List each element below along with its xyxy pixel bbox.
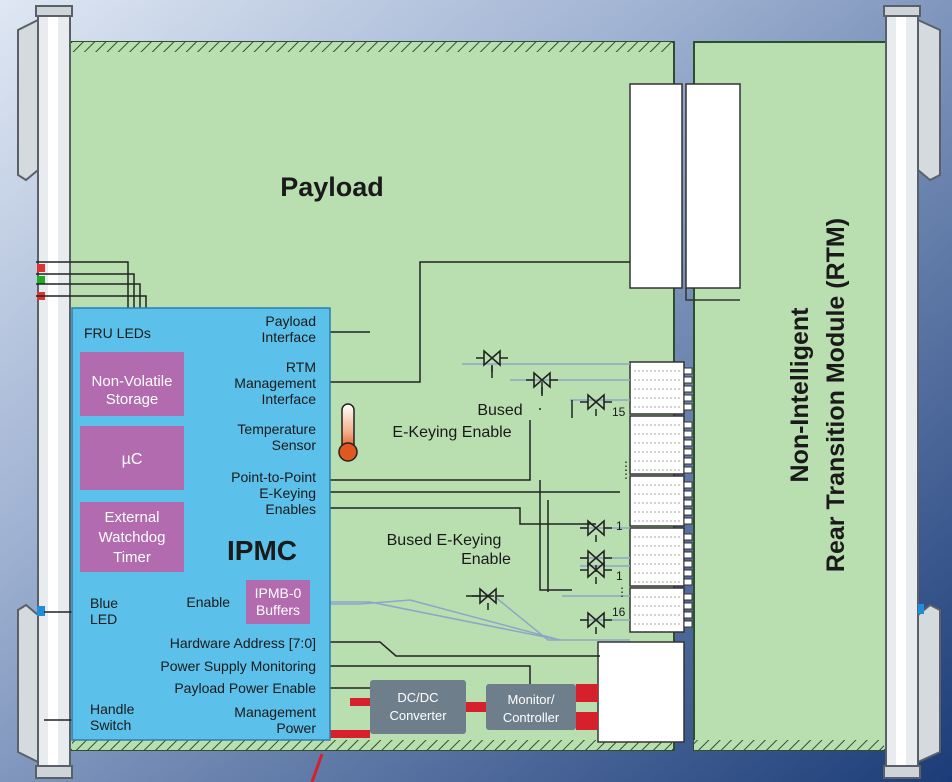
zone2-connector-4 bbox=[629, 527, 693, 587]
channel-1b: 1 bbox=[616, 569, 623, 583]
channel-1a: 1 bbox=[616, 519, 623, 533]
management-power-line1: Management bbox=[234, 704, 316, 720]
zone3-connector-b bbox=[685, 83, 741, 289]
blue-led-line1: Blue bbox=[90, 595, 118, 611]
board-bottom-edge bbox=[72, 740, 672, 750]
rtm-mgmt-line1: RTM bbox=[286, 359, 316, 375]
channel-16: 16 bbox=[612, 605, 626, 619]
management-power-line2: Power bbox=[276, 720, 316, 736]
nonvolatile-storage-block bbox=[80, 352, 184, 416]
bused-ekeying-mid-line1: Bused E-Keying bbox=[387, 532, 502, 549]
p2p-line3: Enables bbox=[265, 501, 316, 517]
monitor-line1: Monitor/ bbox=[508, 692, 555, 707]
p2p-line1: Point-to-Point bbox=[231, 469, 316, 485]
blue-led-line2: LED bbox=[90, 611, 117, 627]
zone1-connector bbox=[597, 641, 685, 743]
ipmc-title: IPMC bbox=[227, 535, 297, 566]
channel-dots-2: ⋮ bbox=[620, 467, 632, 481]
ipmc-interface-labels: Payload Interface RTM Management Interfa… bbox=[160, 313, 316, 736]
ekeying-switch-icon-7 bbox=[472, 587, 504, 610]
enable-label: Enable bbox=[186, 594, 230, 610]
watchdog-block bbox=[80, 502, 184, 572]
ekeying-switch-icon-6 bbox=[580, 561, 612, 584]
right-faceplate bbox=[883, 5, 941, 779]
rtm-title: Non-Intelligent Rear Transition Module (… bbox=[786, 218, 850, 572]
hardware-address-label: Hardware Address [7:0] bbox=[170, 635, 316, 651]
monitor-line2: Controller bbox=[503, 710, 560, 725]
dcdc-line2: Converter bbox=[389, 708, 447, 723]
zone2-connector-3 bbox=[629, 475, 693, 527]
blue-led bbox=[37, 606, 45, 616]
ekeying-switch-icon-4 bbox=[580, 519, 612, 542]
payload-interface-line2: Interface bbox=[262, 329, 317, 345]
handle-switch-line1: Handle bbox=[90, 701, 135, 717]
p2p-line2: E-Keying bbox=[259, 485, 316, 501]
ekeying-switches bbox=[472, 349, 612, 634]
temperature-line1: Temperature bbox=[237, 421, 316, 437]
ipmb-line2: Buffers bbox=[256, 602, 300, 618]
channel-numbers: 15 ⋮ ⋮ 1 1 ⋮ 16 bbox=[612, 405, 632, 619]
management-power-feed bbox=[310, 753, 324, 782]
fru-led-green bbox=[37, 276, 45, 284]
rtm-board bbox=[693, 41, 891, 751]
zone2-connector-1 bbox=[629, 361, 693, 415]
ekeying-switch-icon-3 bbox=[580, 393, 612, 416]
handle-switch-line2: Switch bbox=[90, 717, 131, 733]
rtm-mgmt-line3: Interface bbox=[262, 391, 317, 407]
ekeying-switch-icon-2 bbox=[526, 371, 558, 394]
monitor-controller-block bbox=[486, 684, 576, 730]
channel-dots-3: ⋮ bbox=[616, 585, 628, 599]
bused-ekeying-top-line1: Bused bbox=[477, 402, 522, 419]
channel-dots-1: ⋮ bbox=[620, 459, 632, 473]
rtm-title-line1: Non-Intelligent bbox=[786, 307, 814, 483]
payload-power-enable-label: Payload Power Enable bbox=[174, 680, 316, 696]
channel-15: 15 bbox=[612, 405, 626, 419]
storage-line2: Storage bbox=[106, 391, 159, 408]
zone2-connector-5 bbox=[629, 587, 693, 633]
ekeying-switch-icon-8 bbox=[580, 611, 612, 634]
ipmb-buffers-block bbox=[246, 580, 310, 624]
ipmb-line1: IPMB-0 bbox=[255, 585, 302, 601]
storage-line1: Non-Volatile bbox=[92, 373, 173, 390]
payload-interface-line1: Payload bbox=[265, 313, 316, 329]
signal-wires bbox=[36, 261, 630, 721]
watchdog-line3: Timer bbox=[113, 549, 151, 566]
payload-title: Payload bbox=[280, 172, 384, 202]
uc-label: µC bbox=[122, 451, 143, 468]
power-supply-monitoring-label: Power Supply Monitoring bbox=[160, 658, 316, 674]
rtm-title-line2: Rear Transition Module (RTM) bbox=[822, 218, 850, 572]
dcdc-converter-block bbox=[370, 680, 466, 734]
rtm-bottom-edge bbox=[694, 740, 884, 750]
board-top-edge bbox=[72, 42, 672, 52]
dcdc-line1: DC/DC bbox=[397, 690, 438, 705]
zone3-connector-a bbox=[629, 83, 683, 289]
power-rails bbox=[322, 684, 598, 738]
ekeying-switch-icon-1 bbox=[476, 349, 508, 372]
fru-led-red-1 bbox=[37, 264, 45, 272]
watchdog-line1: External bbox=[104, 509, 159, 526]
fru-leds-label: FRU LEDs bbox=[84, 325, 151, 341]
bused-ekeying-mid-line2: Enable bbox=[461, 551, 511, 568]
thermometer-icon bbox=[338, 403, 358, 462]
watchdog-line2: Watchdog bbox=[99, 529, 166, 546]
left-faceplate bbox=[17, 5, 73, 779]
microcontroller-block bbox=[80, 426, 184, 490]
zone2-connector-2 bbox=[629, 415, 693, 475]
zone2-connector-stack bbox=[629, 361, 693, 633]
temperature-line2: Sensor bbox=[272, 437, 317, 453]
rtm-mgmt-line2: Management bbox=[234, 375, 316, 391]
bused-ekeying-top-line2: E-Keying Enable bbox=[392, 424, 511, 441]
